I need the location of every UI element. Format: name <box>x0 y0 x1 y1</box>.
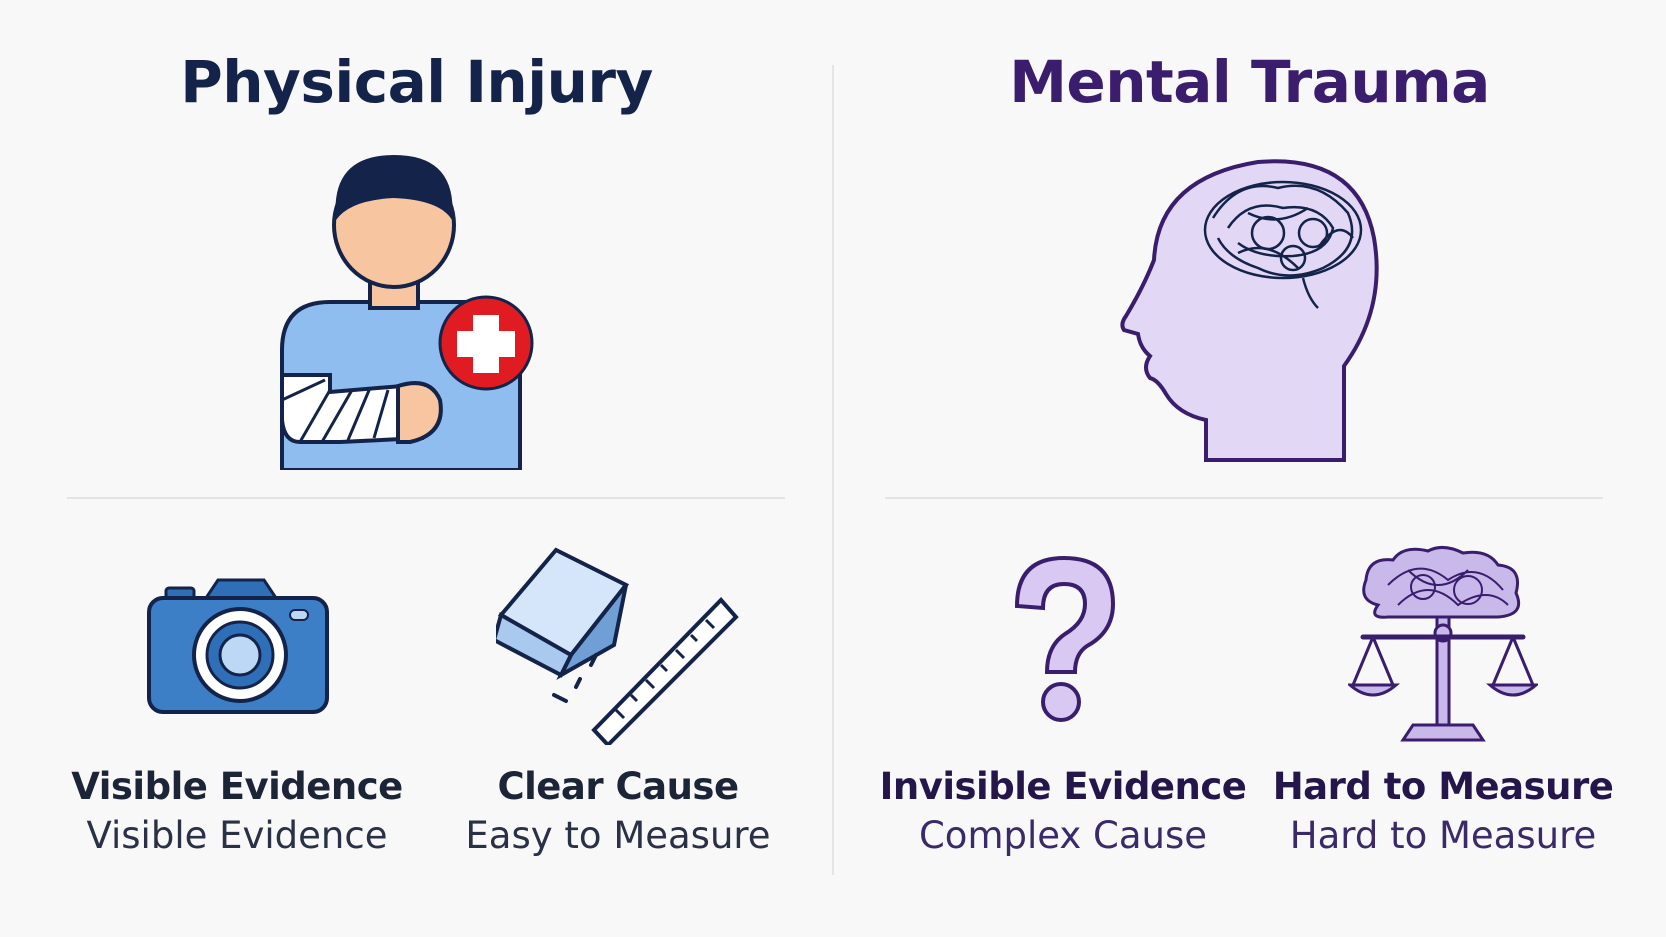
brain-scale-icon <box>1348 546 1538 742</box>
panel-divider <box>832 65 834 875</box>
hard-to-measure-title: Hard to Measure <box>1272 765 1614 808</box>
visible-evidence-subtitle: Visible Evidence <box>86 814 388 857</box>
mental-trauma-title: Mental Trauma <box>1009 48 1490 116</box>
clear-cause-title: Clear Cause <box>497 765 739 808</box>
person-with-cast-icon <box>280 155 534 470</box>
left-section-divider <box>67 497 785 499</box>
invisible-evidence-title: Invisible Evidence <box>879 765 1247 808</box>
hard-to-measure-subtitle: Hard to Measure <box>1289 814 1597 857</box>
right-section-divider <box>885 497 1603 499</box>
camera-icon <box>147 578 329 714</box>
head-with-tangled-brain-icon <box>1120 159 1379 462</box>
question-mark-icon <box>1014 555 1116 722</box>
physical-injury-panel: Physical Injury Visible Evidence Visible… <box>67 48 785 857</box>
mental-trauma-panel: Mental Trauma Invisible Evidence Complex… <box>833 0 1666 937</box>
physical-injury-title: Physical Injury <box>180 48 653 116</box>
clear-cause-subtitle: Easy to Measure <box>465 814 771 857</box>
visible-evidence-title: Visible Evidence <box>71 765 403 808</box>
cube-ruler-icon <box>496 547 739 745</box>
complex-cause-subtitle: Complex Cause <box>918 814 1208 857</box>
